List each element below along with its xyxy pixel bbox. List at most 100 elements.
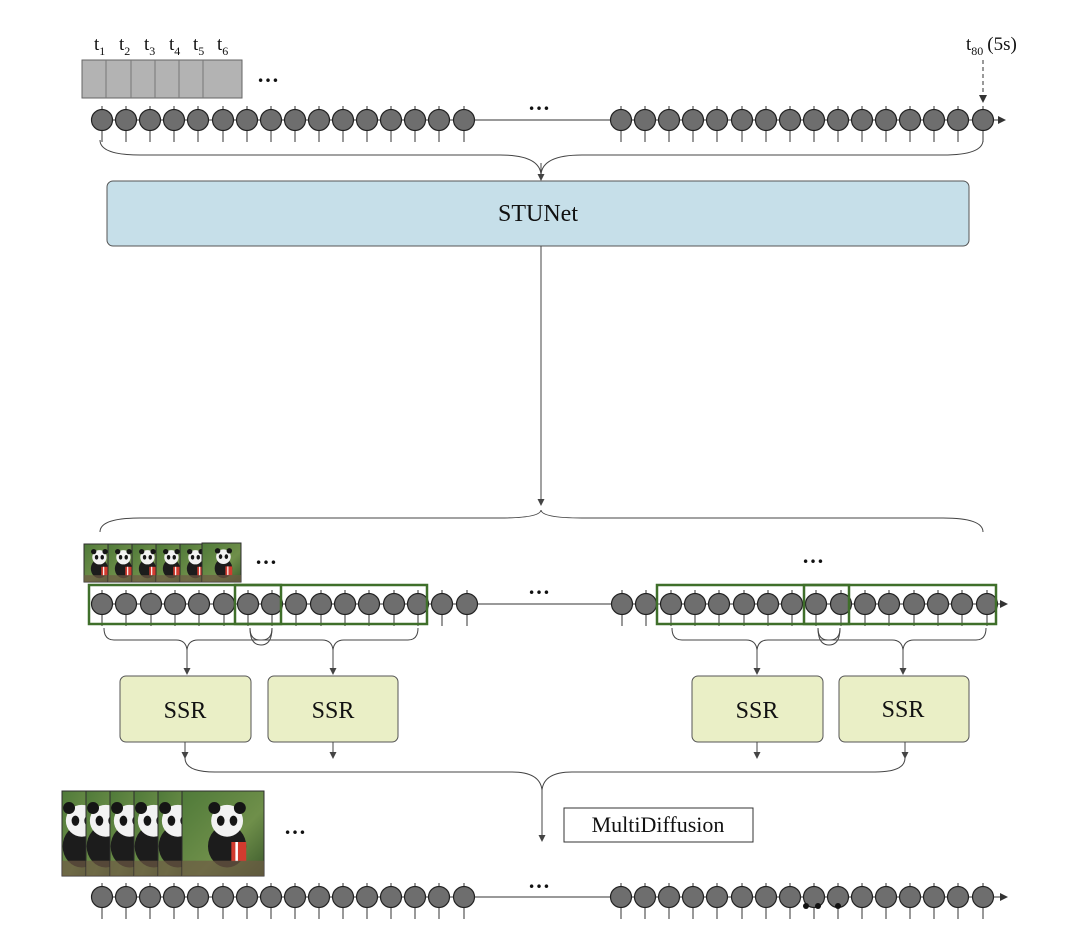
timeline-2-node (114, 592, 138, 616)
ssr-block-3: SSR (691, 675, 824, 743)
timeline-1-node (971, 108, 995, 132)
timeline-2-node (877, 592, 901, 616)
timeline-1-node (898, 108, 922, 132)
timeline-3-node (427, 885, 451, 909)
timeline-2-node (926, 592, 950, 616)
timeline-2-node (382, 592, 406, 616)
timeline-1-node (802, 108, 826, 132)
timeline-3-node (90, 885, 114, 909)
timeline-3-node (971, 885, 995, 909)
timeline-2-node (260, 592, 284, 616)
overlap-dots (803, 903, 841, 909)
timeline-1-nodes (90, 106, 995, 142)
timeline-2-node (732, 592, 756, 616)
lowres-frame (131, 543, 161, 583)
timeline-3-node (138, 885, 162, 909)
timeline-1-node (138, 108, 162, 132)
timeline-1-node (90, 108, 114, 132)
ssr-label-2: SSR (312, 698, 355, 724)
multidiffusion-label: MultiDiffusion (592, 812, 725, 837)
timeline-3-node (186, 885, 210, 909)
timestamp-labels: t1 t2 t3 t4 t5 t6 t80(5s) (94, 34, 1017, 58)
timeline-1-node (705, 108, 729, 132)
timeline-1-node (730, 108, 754, 132)
timeline-2-node (455, 592, 479, 616)
timeline-1-node (850, 108, 874, 132)
brace-ssr-merge (184, 757, 906, 791)
timeline-ellipsis-1: … (528, 90, 550, 115)
timeline-3-node (946, 885, 970, 909)
timeline-3-node (754, 885, 778, 909)
timeline-3-node (705, 885, 729, 909)
timeline-2-node (333, 592, 357, 616)
timeline-3-node (657, 885, 681, 909)
timeline-2-node (975, 592, 999, 616)
highres-frame (181, 790, 265, 877)
timeline-1-node (283, 108, 307, 132)
timeline-1-node (946, 108, 970, 132)
noise-frames (81, 59, 243, 99)
timeline-2-node (804, 592, 828, 616)
timeline-1-node (259, 108, 283, 132)
ssr-label-4: SSR (882, 697, 925, 723)
timeline-1-node (427, 108, 451, 132)
timeline-1-node (452, 108, 476, 132)
timeline-2-node (853, 592, 877, 616)
timeline-3-node (874, 885, 898, 909)
brace-window-left-2 (249, 627, 419, 651)
highres-panda-frames (61, 790, 265, 877)
timeline-3-node (355, 885, 379, 909)
frames-ellipsis-top: … (257, 62, 279, 87)
lowres-frame (155, 543, 185, 583)
timeline-1-node (681, 108, 705, 132)
timeline-1-node (235, 108, 259, 132)
timeline-3-node (211, 885, 235, 909)
timeline-2-node (309, 592, 333, 616)
timeline-3-node (283, 885, 307, 909)
timeline-3-node (114, 885, 138, 909)
timeline-2-node (163, 592, 187, 616)
timeline-1-node (826, 108, 850, 132)
timeline-2-node (236, 592, 260, 616)
brace-window-left-1 (103, 627, 273, 651)
timeline-3-node (331, 885, 355, 909)
lowres-frame (83, 543, 113, 583)
timestamp-label-6: t6 (217, 34, 228, 58)
timeline-2-node (829, 592, 853, 616)
ssr-block-1: SSR (119, 675, 252, 743)
timeline-2-node (430, 592, 454, 616)
timeline-2-node (902, 592, 926, 616)
timeline-3-node (235, 885, 259, 909)
ssr-label-3: SSR (736, 698, 779, 724)
timeline-2-node (683, 592, 707, 616)
timestamp-label-80: t80(5s) (966, 34, 1017, 58)
timeline-ellipsis-3: … (528, 868, 550, 893)
timeline-2-node (187, 592, 211, 616)
stunet-block: STUNet (106, 180, 970, 247)
timeline-1-node (403, 108, 427, 132)
timeline-2-node (950, 592, 974, 616)
brace-from-stunet (99, 509, 984, 533)
timeline-1-node (657, 108, 681, 132)
ssr-block-2: SSR (267, 675, 399, 743)
timeline-2-nodes (90, 590, 999, 626)
timeline-1-node (778, 108, 802, 132)
timeline-2-node (139, 592, 163, 616)
lowres-frame (179, 543, 209, 583)
timeline-2-node (284, 592, 308, 616)
timestamp-label-5: t5 (193, 34, 204, 58)
brace-window-overlap-left (249, 627, 273, 646)
ssr-label-1: SSR (164, 698, 207, 724)
timeline-1-node (162, 108, 186, 132)
timeline-3-node (778, 885, 802, 909)
timeline-3-node (307, 885, 331, 909)
timestamp-label-2: t2 (119, 34, 130, 58)
timeline-2-node (90, 592, 114, 616)
stunet-label: STUNet (498, 201, 578, 227)
lowres-panda-frames (83, 542, 242, 583)
timeline-1-node (609, 108, 633, 132)
timeline-3-node (633, 885, 657, 909)
timeline-3-node (681, 885, 705, 909)
timeline-1-node (114, 108, 138, 132)
lowres-frame (107, 543, 137, 583)
